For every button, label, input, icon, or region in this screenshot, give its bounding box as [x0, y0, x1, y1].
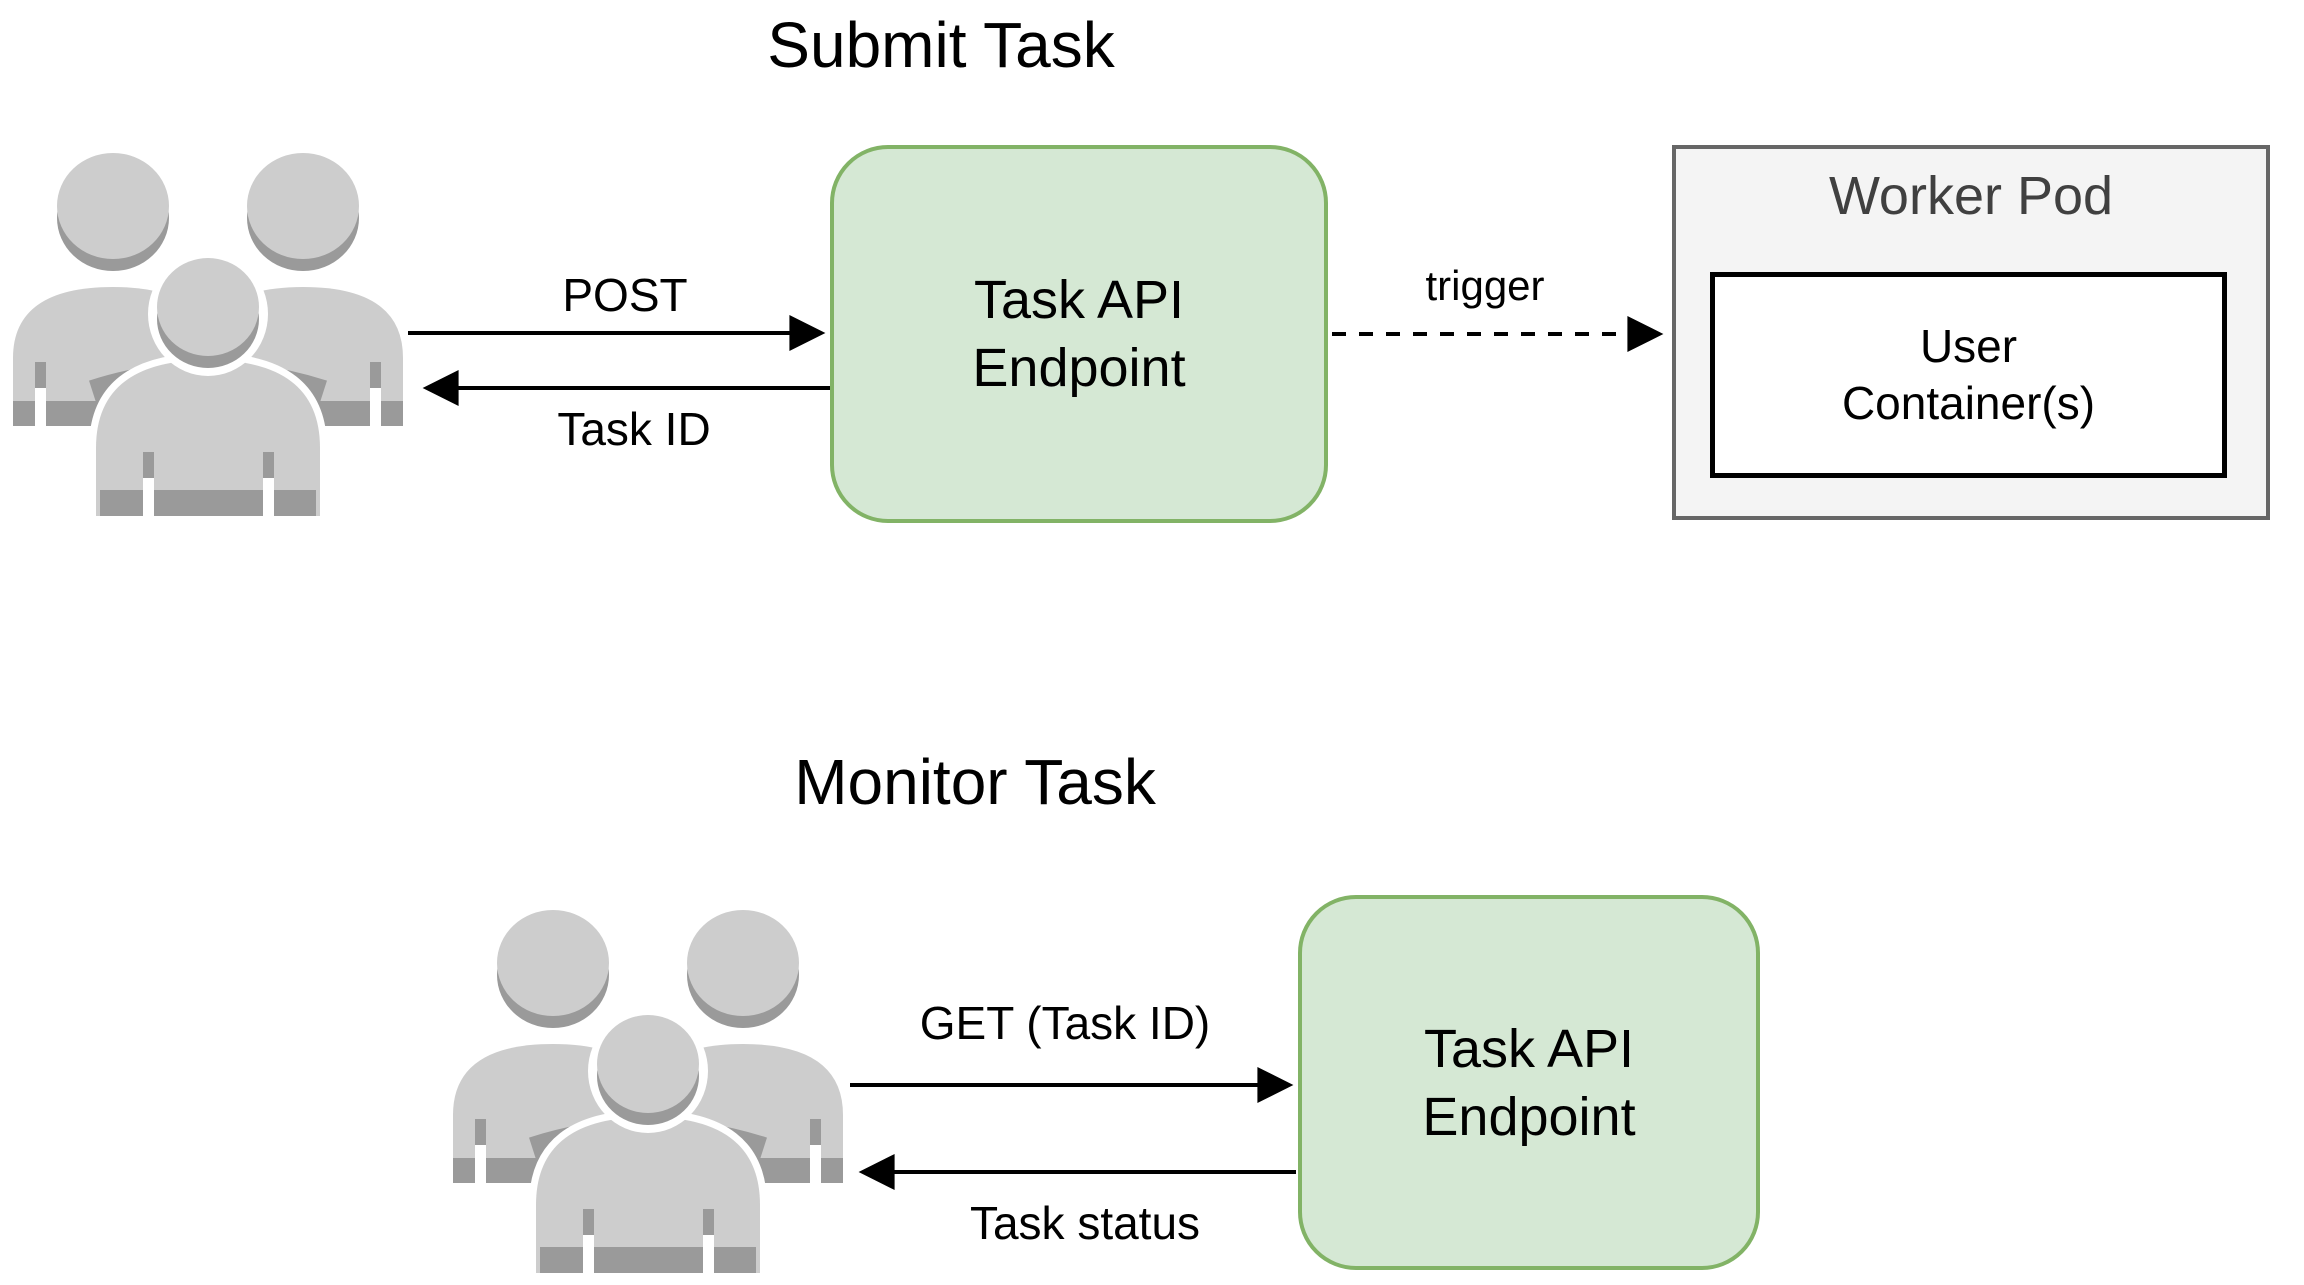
worker-pod-box: Worker Pod User Container(s) [1672, 145, 2270, 520]
endpoint-label-line2: Endpoint [1422, 1086, 1636, 1147]
submit-task-title: Submit Task [767, 9, 1115, 81]
user-containers-line2: Container(s) [1841, 377, 2096, 429]
user-containers-line1: User [1919, 320, 2018, 372]
user-containers-box: User Container(s) [1710, 272, 2227, 478]
endpoint-label-line1: Task API [973, 270, 1185, 330]
post-label: POST [562, 269, 688, 321]
endpoint-label-line1: Task API [1423, 1018, 1635, 1079]
monitor-task-title: Monitor Task [794, 746, 1156, 818]
submit-task-api-endpoint-box: Task API Endpoint [830, 145, 1328, 523]
get-task-id-label: GET (Task ID) [919, 997, 1211, 1049]
users-group-icon [8, 148, 408, 516]
endpoint-label: Task API Endpoint [1422, 1015, 1635, 1151]
endpoint-label: Task API Endpoint [972, 266, 1185, 402]
users-group-icon [448, 905, 848, 1273]
user-containers-label: User Container(s) [1842, 318, 2095, 432]
monitor-task-api-endpoint-box: Task API Endpoint [1298, 895, 1760, 1270]
task-id-label: Task ID [557, 403, 711, 455]
task-status-label: Task status [969, 1197, 1201, 1249]
worker-pod-title: Worker Pod [1828, 166, 2114, 226]
endpoint-label-line2: Endpoint [972, 338, 1186, 398]
trigger-label: trigger [1425, 262, 1545, 309]
